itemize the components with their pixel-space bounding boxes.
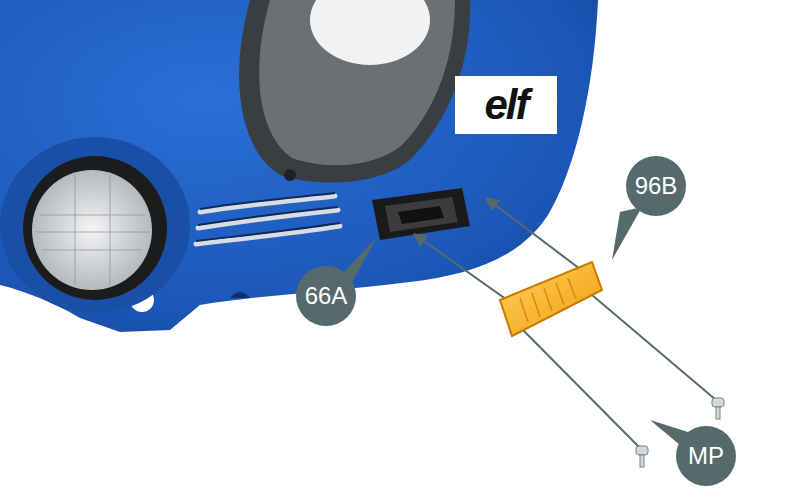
callout-number: 96B [626,156,686,216]
callout-number: 66A [296,266,356,326]
callout-number: MP [676,426,736,486]
decal-text: elf [455,76,557,134]
